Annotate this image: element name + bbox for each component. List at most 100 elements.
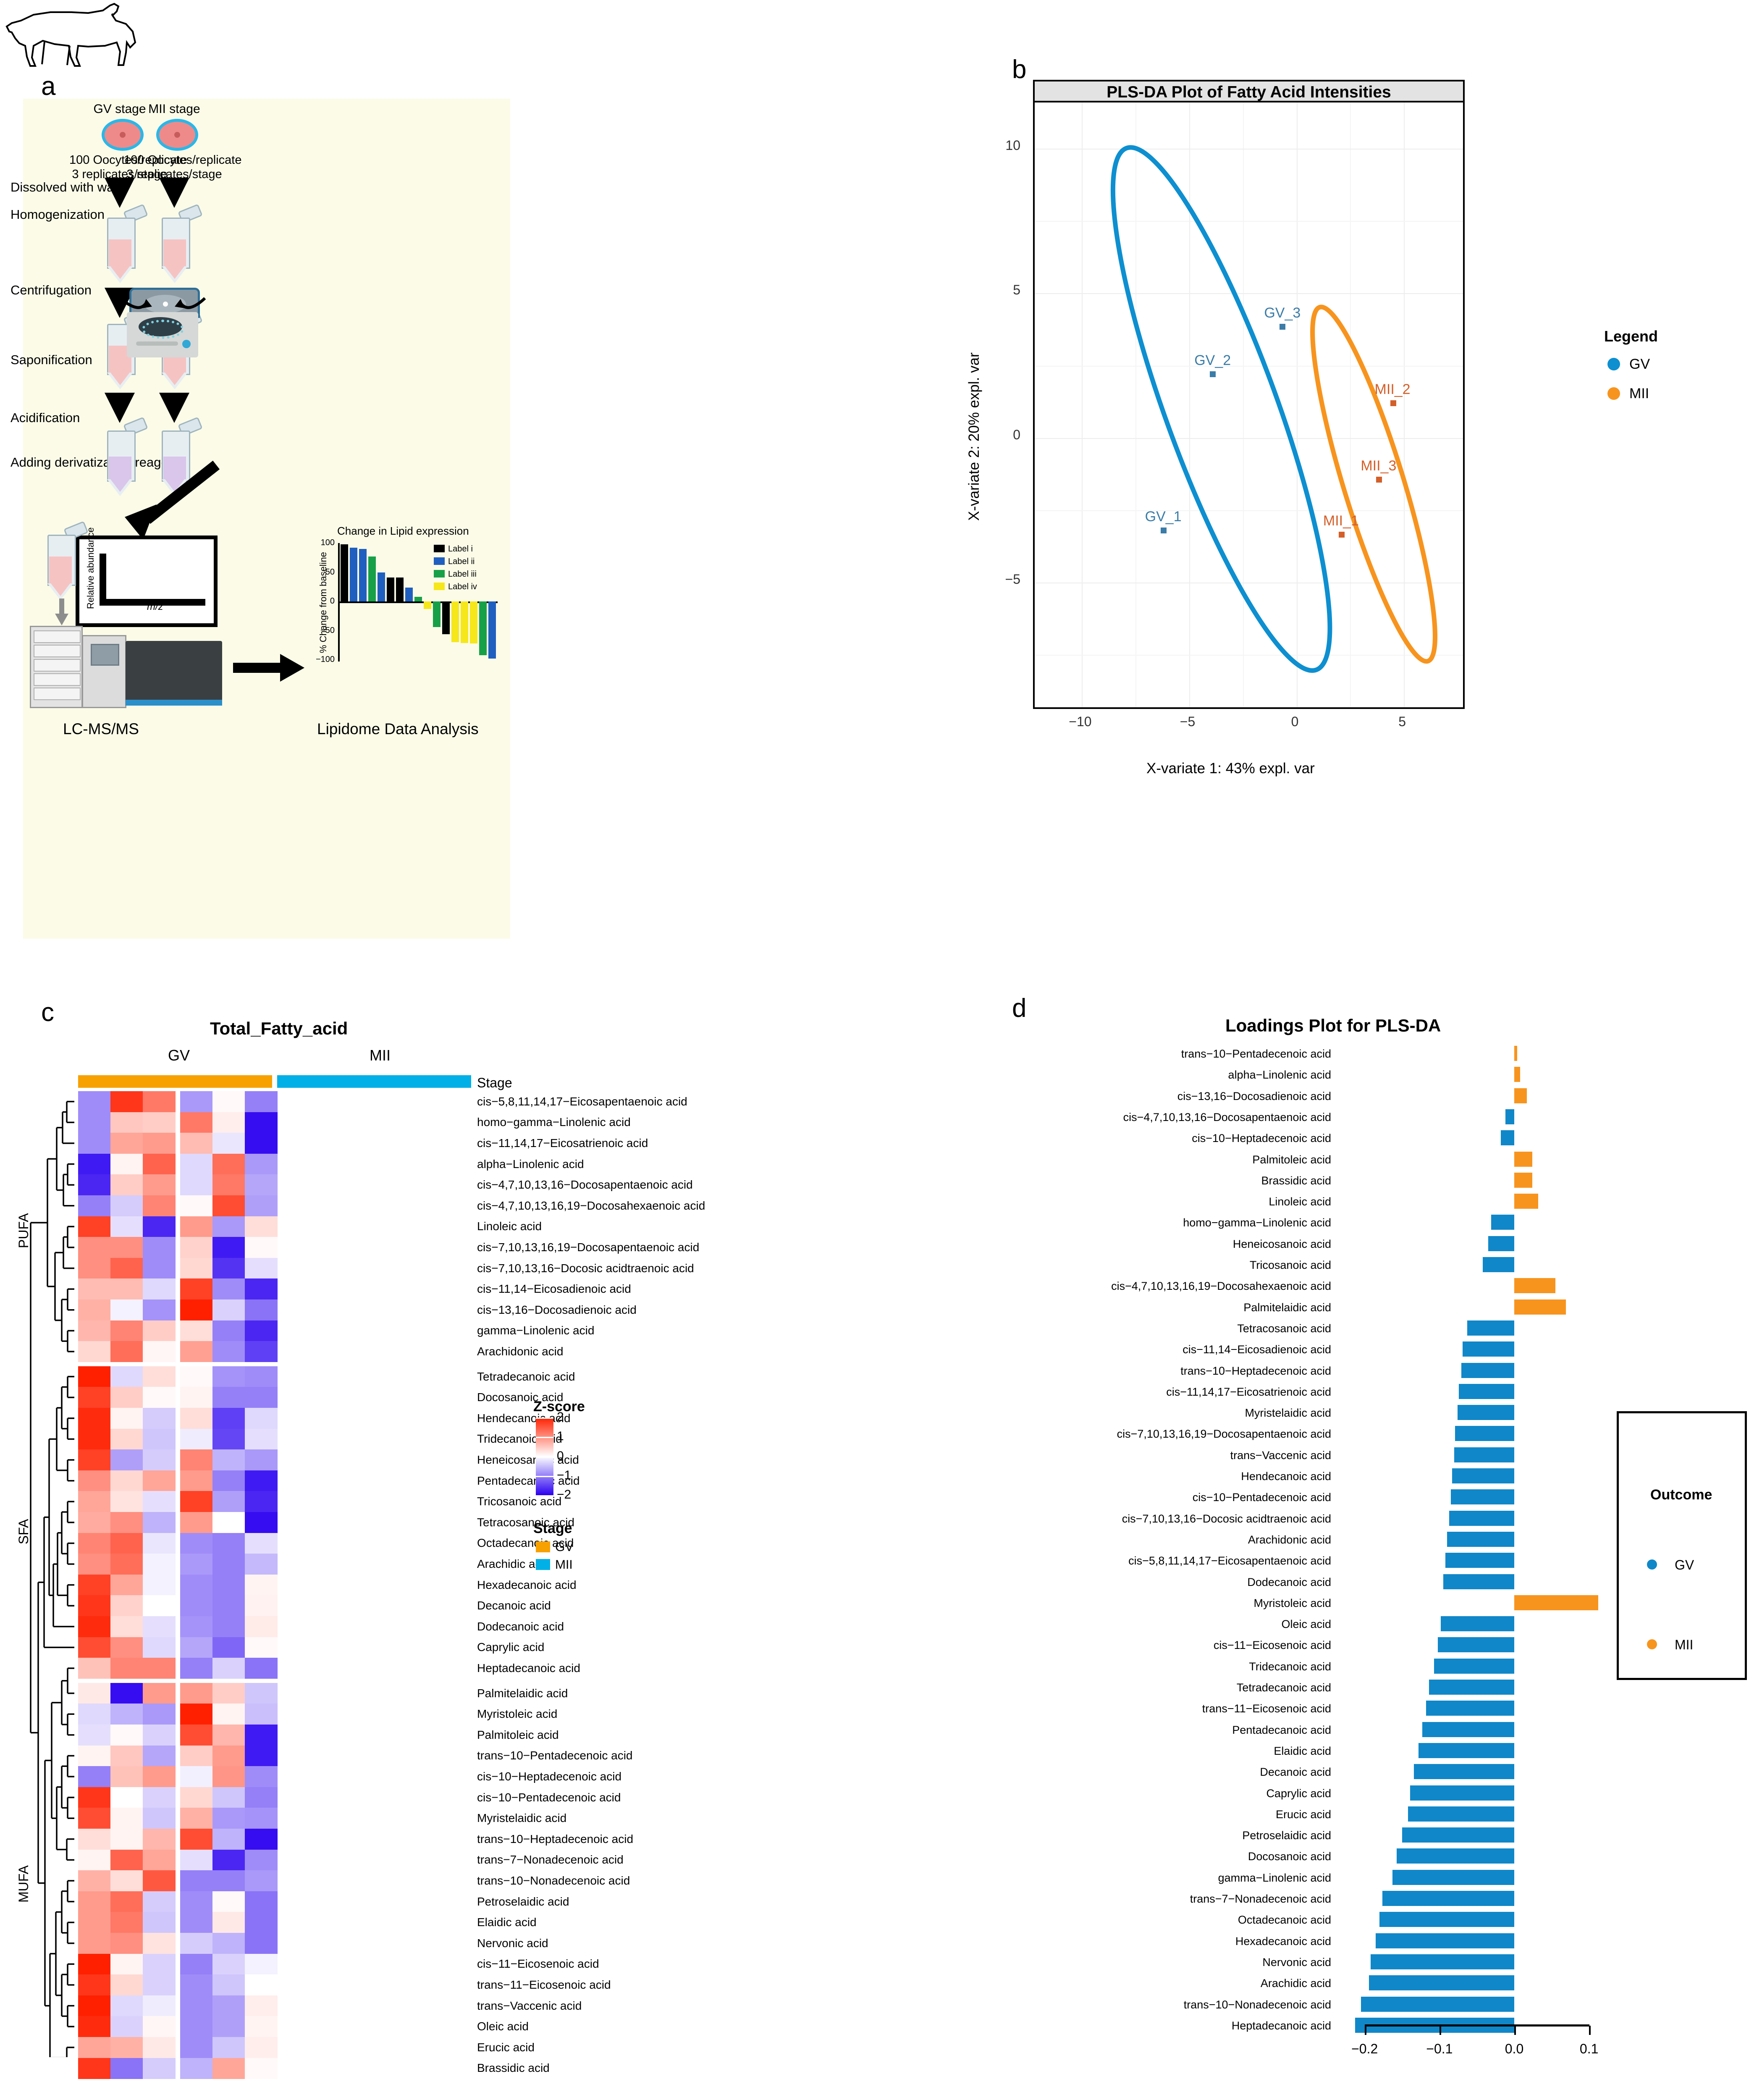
plsda-point-label: GV_1	[1145, 508, 1182, 525]
stage-annotation-mii	[277, 1075, 471, 1088]
heatmap-cell	[110, 1725, 143, 1746]
loadings-bar	[1505, 1109, 1514, 1124]
zscore-tick: 2	[557, 1410, 564, 1424]
loadings-bar	[1426, 1701, 1514, 1716]
barchart-bar	[479, 601, 487, 655]
heatmap-cell	[180, 1112, 213, 1133]
loadings-axis-tick	[1364, 2026, 1366, 2035]
panel-d-label: d	[1012, 994, 1027, 1023]
loadings-row-label: Elaidic acid	[1274, 1744, 1331, 1757]
heatmap-cell	[78, 1133, 111, 1154]
stage-legend-title: Stage	[533, 1520, 572, 1536]
heatmap-cell	[78, 1953, 111, 1975]
loadings-bar	[1429, 1680, 1514, 1695]
barchart-legend-swatch	[434, 545, 445, 552]
step-label-saponification: Saponification	[10, 352, 92, 367]
heatmap-cell	[212, 1320, 245, 1341]
loadings-row-label: Tridecanoic acid	[1249, 1660, 1331, 1673]
heatmap-cell	[180, 1320, 213, 1341]
heatmap-cell	[78, 1533, 111, 1554]
barchart-bar	[424, 601, 431, 609]
heatmap-cell	[143, 1891, 176, 1912]
loadings-row-label: Brassidic acid	[1261, 1174, 1331, 1187]
heatmap-cell	[245, 1683, 278, 1704]
heatmap-title: Total_Fatty_acid	[210, 1018, 348, 1038]
heatmap-cell	[78, 1512, 111, 1533]
plsda-gridline-h-minor	[1035, 365, 1463, 367]
loadings-bar	[1382, 1891, 1514, 1906]
heatmap-cell	[212, 1257, 245, 1279]
plsda-ellipse-mii	[1310, 304, 1437, 664]
loadings-bar	[1463, 1341, 1514, 1357]
heatmap-cell	[180, 1953, 213, 1975]
heatmap-cell	[245, 1257, 278, 1279]
heatmap-cell	[110, 1554, 143, 1575]
loadings-bar	[1514, 1299, 1566, 1315]
heatmap-cell	[212, 1470, 245, 1491]
arrow-sample-to-machine	[55, 598, 68, 625]
arrow-down-mii-3	[159, 393, 189, 423]
heatmap-cell	[180, 1787, 213, 1808]
heatmap-cell	[143, 1133, 176, 1154]
heatmap-cell	[212, 1704, 245, 1725]
heatmap-cell	[245, 1554, 278, 1575]
barchart-bar	[378, 572, 385, 601]
barchart-legend-label: Label ii	[448, 557, 475, 566]
zscore-legend-title: Z-score	[533, 1399, 585, 1415]
heatmap-class-label-mufa: MUFA	[16, 1865, 31, 1903]
heatmap-cell	[143, 2016, 176, 2037]
heatmap-cell	[245, 1704, 278, 1725]
heatmap-cell	[78, 1341, 111, 1362]
workflow-canvas: GV stage MII stage 100 Oocytes/replicate…	[10, 99, 510, 939]
heatmap-cell	[143, 1512, 176, 1533]
loadings-axis-tick	[1589, 2026, 1591, 2035]
loadings-row-label: Petroselaidic acid	[1242, 1829, 1331, 1842]
heatmap-cell	[143, 1637, 176, 1658]
heatmap-cell	[110, 1278, 143, 1300]
heatmap-cell	[143, 2037, 176, 2058]
heatmap-cell	[212, 1491, 245, 1512]
loadings-bar	[1418, 1743, 1514, 1758]
heatmap-cell	[143, 1112, 176, 1133]
heatmap-cell	[143, 1766, 176, 1788]
loadings-bar	[1452, 1468, 1514, 1483]
loadings-row-label: Docosanoic acid	[1248, 1850, 1331, 1863]
plsda-gridline-v-minor	[1350, 102, 1351, 707]
loadings-bar	[1369, 1975, 1514, 1991]
barchart-ytick: −100	[315, 655, 335, 664]
heatmap-cell	[78, 1449, 111, 1471]
heatmap-cell	[143, 1278, 176, 1300]
heatmap-cell	[180, 1704, 213, 1725]
loadings-row-label: trans−10−Heptadecenoic acid	[1180, 1364, 1331, 1377]
heatmap-cell	[143, 1470, 176, 1491]
loadings-row-label: Palmitelaidic acid	[1243, 1301, 1331, 1314]
heatmap-cell	[212, 1574, 245, 1596]
heatmap-cell	[78, 1408, 111, 1429]
barchart-bar	[368, 556, 376, 601]
plsda-legend-label: MII	[1629, 386, 1649, 402]
heatmap-cell	[110, 1658, 143, 1679]
heatmap-cell	[180, 1808, 213, 1829]
heatmap-cell	[110, 1953, 143, 1975]
loadings-legend-dot	[1647, 1639, 1657, 1649]
gv-replicate-note-l1: 100 Oocytes/replicate	[69, 153, 187, 167]
heatmap-row-label: Arachidonic acid	[477, 1345, 564, 1358]
heatmap-cell	[180, 1595, 213, 1617]
loadings-row-label: Pentadecanoic acid	[1232, 1723, 1331, 1736]
heatmap-cell	[180, 1237, 213, 1258]
heatmap-row-label: trans−Vaccenic acid	[477, 1999, 582, 2012]
loadings-bar	[1408, 1806, 1514, 1822]
plsda-xtick: −10	[1069, 714, 1092, 729]
heatmap-cell	[143, 1174, 176, 1196]
panel-c-label: c	[41, 998, 54, 1027]
loadings-row-label: Oleic acid	[1281, 1618, 1331, 1631]
heatmap-cell	[110, 1133, 143, 1154]
loadings-bar	[1376, 1933, 1514, 1948]
loadings-x-axis	[1365, 2024, 1589, 2026]
loadings-bar	[1370, 1954, 1514, 1969]
barchart-bar	[359, 549, 367, 601]
heatmap-cell	[78, 1470, 111, 1491]
loadings-bar	[1447, 1531, 1514, 1547]
heatmap-cell	[180, 1216, 213, 1237]
barchart-bar	[405, 587, 413, 601]
